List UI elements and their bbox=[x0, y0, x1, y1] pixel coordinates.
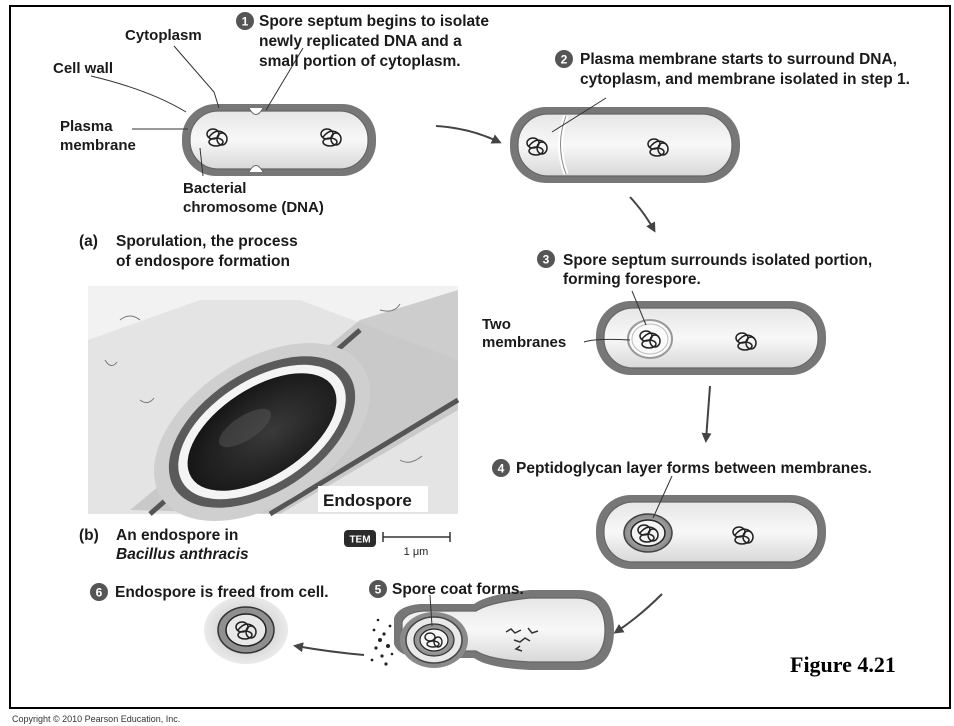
cell-debris-icon bbox=[371, 619, 394, 666]
step-2-text: Plasma membrane starts to surround DNA, … bbox=[580, 51, 910, 88]
arrow-4-to-5 bbox=[616, 594, 662, 632]
svg-text:5: 5 bbox=[375, 583, 382, 597]
cell-step-4 bbox=[596, 495, 826, 569]
caption-a: (a) Sporulation, the process of endospor… bbox=[79, 233, 302, 270]
svg-text:3: 3 bbox=[543, 253, 550, 267]
step-3-text: Spore septum surrounds isolated portion,… bbox=[563, 252, 876, 288]
step-5: 5 Spore coat forms. bbox=[369, 580, 524, 598]
figure-label: Figure 4.21 bbox=[790, 652, 896, 677]
step-2: 2 Plasma membrane starts to surround DNA… bbox=[555, 50, 910, 88]
two-membranes-label: Two membranes bbox=[482, 316, 566, 351]
step-4: 4 Peptidoglycan layer forms between memb… bbox=[492, 459, 872, 477]
step-6: 6 Endospore is freed from cell. bbox=[90, 583, 329, 601]
arrow-5-to-6 bbox=[296, 646, 364, 655]
tem-badge-text: TEM bbox=[349, 535, 370, 546]
scale-bar-label: 1 μm bbox=[404, 546, 429, 558]
endospore-label: Endospore bbox=[323, 491, 412, 510]
arrow-1-to-2 bbox=[436, 126, 499, 142]
plasma-membrane-label: Plasma membrane bbox=[60, 118, 136, 154]
cytoplasm-label: Cytoplasm bbox=[125, 27, 202, 44]
copyright-notice: Copyright © 2010 Pearson Education, Inc. bbox=[12, 714, 180, 724]
step-5-text: Spore coat forms. bbox=[392, 581, 524, 598]
tem-micrograph bbox=[88, 286, 458, 558]
step-1: 1 Spore septum begins to isolate newly r… bbox=[236, 12, 493, 70]
step-4-text: Peptidoglycan layer forms between membra… bbox=[516, 460, 872, 477]
cell-step-1 bbox=[182, 104, 376, 176]
svg-text:1: 1 bbox=[242, 15, 249, 29]
bacterial-chromosome-label: Bacterial chromosome (DNA) bbox=[183, 180, 324, 216]
scale-bar bbox=[383, 532, 450, 542]
arrow-2-to-3 bbox=[630, 197, 654, 230]
svg-text:4: 4 bbox=[498, 462, 505, 476]
cell-step-2 bbox=[510, 107, 740, 183]
free-endospore bbox=[204, 596, 288, 664]
cell-step-5 bbox=[371, 590, 614, 670]
svg-text:6: 6 bbox=[96, 586, 103, 600]
arrow-3-to-4 bbox=[706, 386, 710, 440]
cell-step-3 bbox=[596, 301, 826, 375]
cell-wall-label: Cell wall bbox=[53, 60, 113, 77]
step-6-text: Endospore is freed from cell. bbox=[115, 584, 329, 601]
caption-b: (b) An endospore in Bacillus anthracis bbox=[79, 527, 249, 563]
svg-text:2: 2 bbox=[561, 53, 568, 67]
step-1-text: Spore septum begins to isolate newly rep… bbox=[259, 13, 493, 70]
step-3: 3 Spore septum surrounds isolated portio… bbox=[537, 250, 876, 288]
